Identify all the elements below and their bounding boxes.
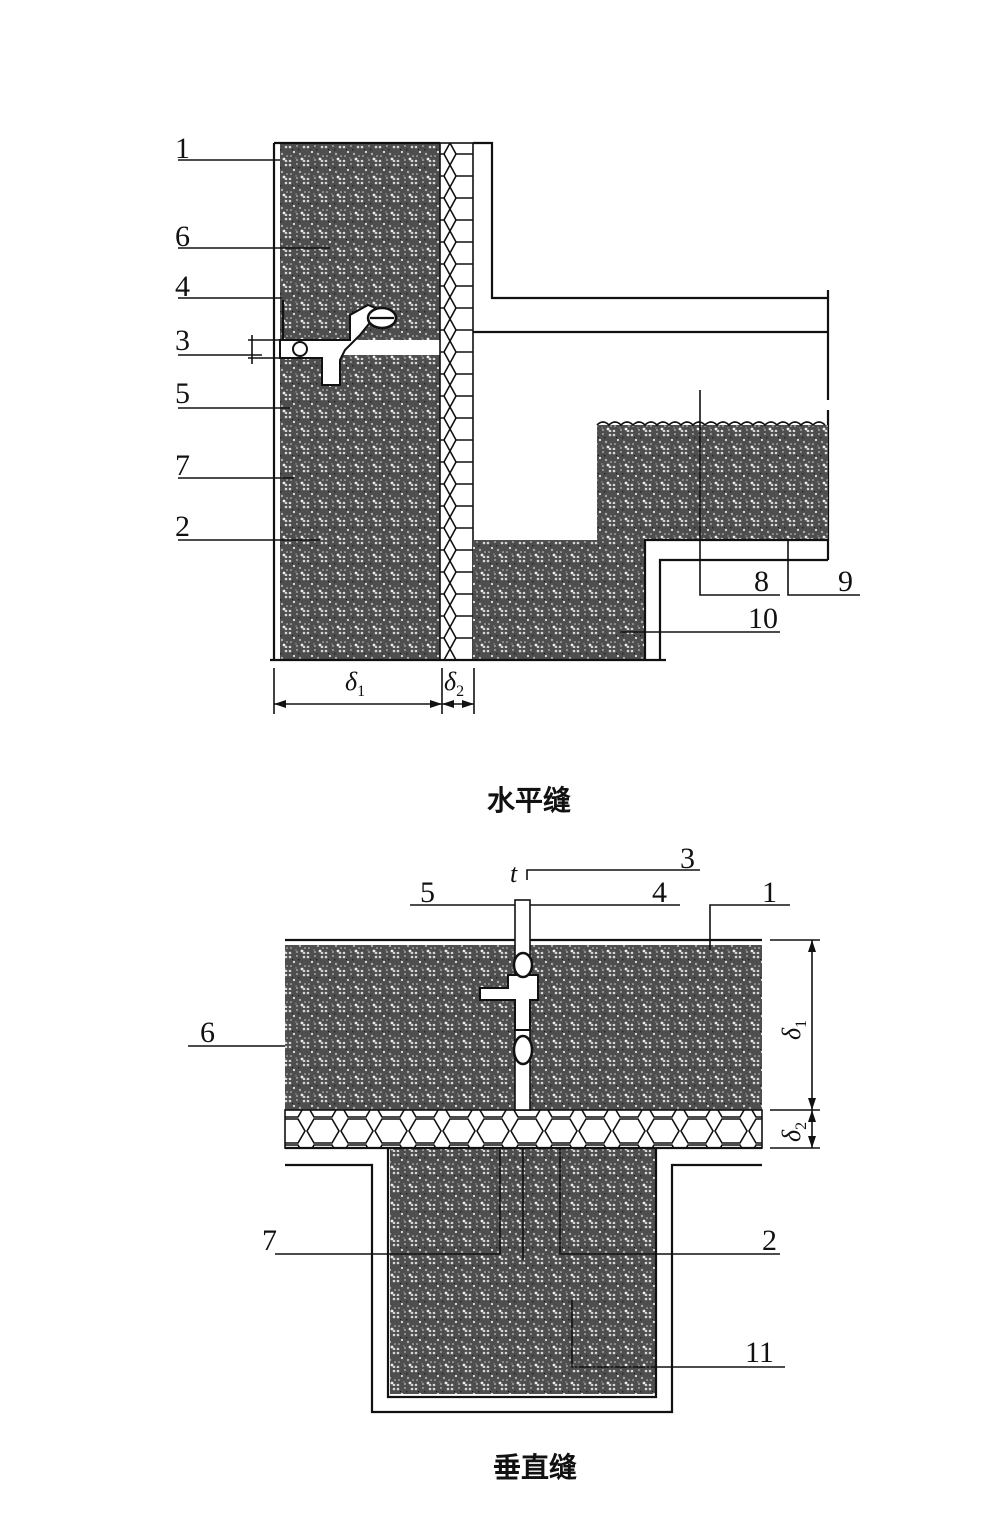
top-label-8: 8 [754, 565, 769, 598]
horizontal-joint-figure: 1 6 4 3 5 7 2 8 9 10 δ1 δ2 水平缝 [175, 132, 860, 817]
top-label-9: 9 [838, 565, 853, 598]
bottom-caption: 垂直缝 [493, 1451, 577, 1484]
bottom-label-11: 11 [745, 1336, 774, 1369]
bottom-label-6: 6 [200, 1016, 215, 1049]
top-label-5: 5 [175, 377, 190, 410]
top-gasket-circle [292, 341, 308, 357]
bottom-label-3: 3 [680, 842, 695, 875]
bottom-left-panel [285, 945, 515, 1110]
bottom-insulation-band [284, 1109, 763, 1149]
top-caption: 水平缝 [487, 784, 571, 817]
bottom-label-1: 1 [762, 876, 777, 909]
top-label-10: 10 [748, 602, 778, 635]
bottom-dim-delta1: δ1 [777, 1020, 810, 1040]
top-joint-profile [279, 303, 382, 386]
bottom-gasket-bottom [512, 1034, 534, 1066]
bottom-label-2: 2 [762, 1224, 777, 1257]
top-floor-slab [597, 425, 828, 540]
bottom-label-7: 7 [262, 1224, 277, 1257]
bottom-dim-delta2: δ2 [777, 1122, 810, 1142]
bottom-label-5: 5 [420, 876, 435, 909]
top-label-4: 4 [175, 270, 190, 303]
bottom-dim-t: t [510, 859, 518, 888]
top-label-3: 3 [175, 324, 190, 357]
bottom-gasket-top [512, 951, 534, 979]
top-insulation-strip [439, 142, 474, 661]
top-label-7: 7 [175, 449, 190, 482]
top-upper-panel [280, 143, 440, 340]
bottom-joint-profile [479, 974, 539, 1031]
top-dim-delta1: δ1 [345, 667, 365, 700]
bottom-right-panel [530, 945, 762, 1110]
top-beam [473, 540, 645, 660]
bottom-label-4: 4 [652, 876, 667, 909]
top-label-1: 1 [175, 132, 190, 165]
top-dim-delta2: δ2 [444, 667, 464, 700]
top-lower-panel [280, 355, 440, 660]
vertical-joint-figure: 3 5 4 1 6 7 2 11 t δ1 δ2 垂直缝 [188, 842, 820, 1484]
top-label-6: 6 [175, 220, 190, 253]
top-label-2: 2 [175, 510, 190, 543]
